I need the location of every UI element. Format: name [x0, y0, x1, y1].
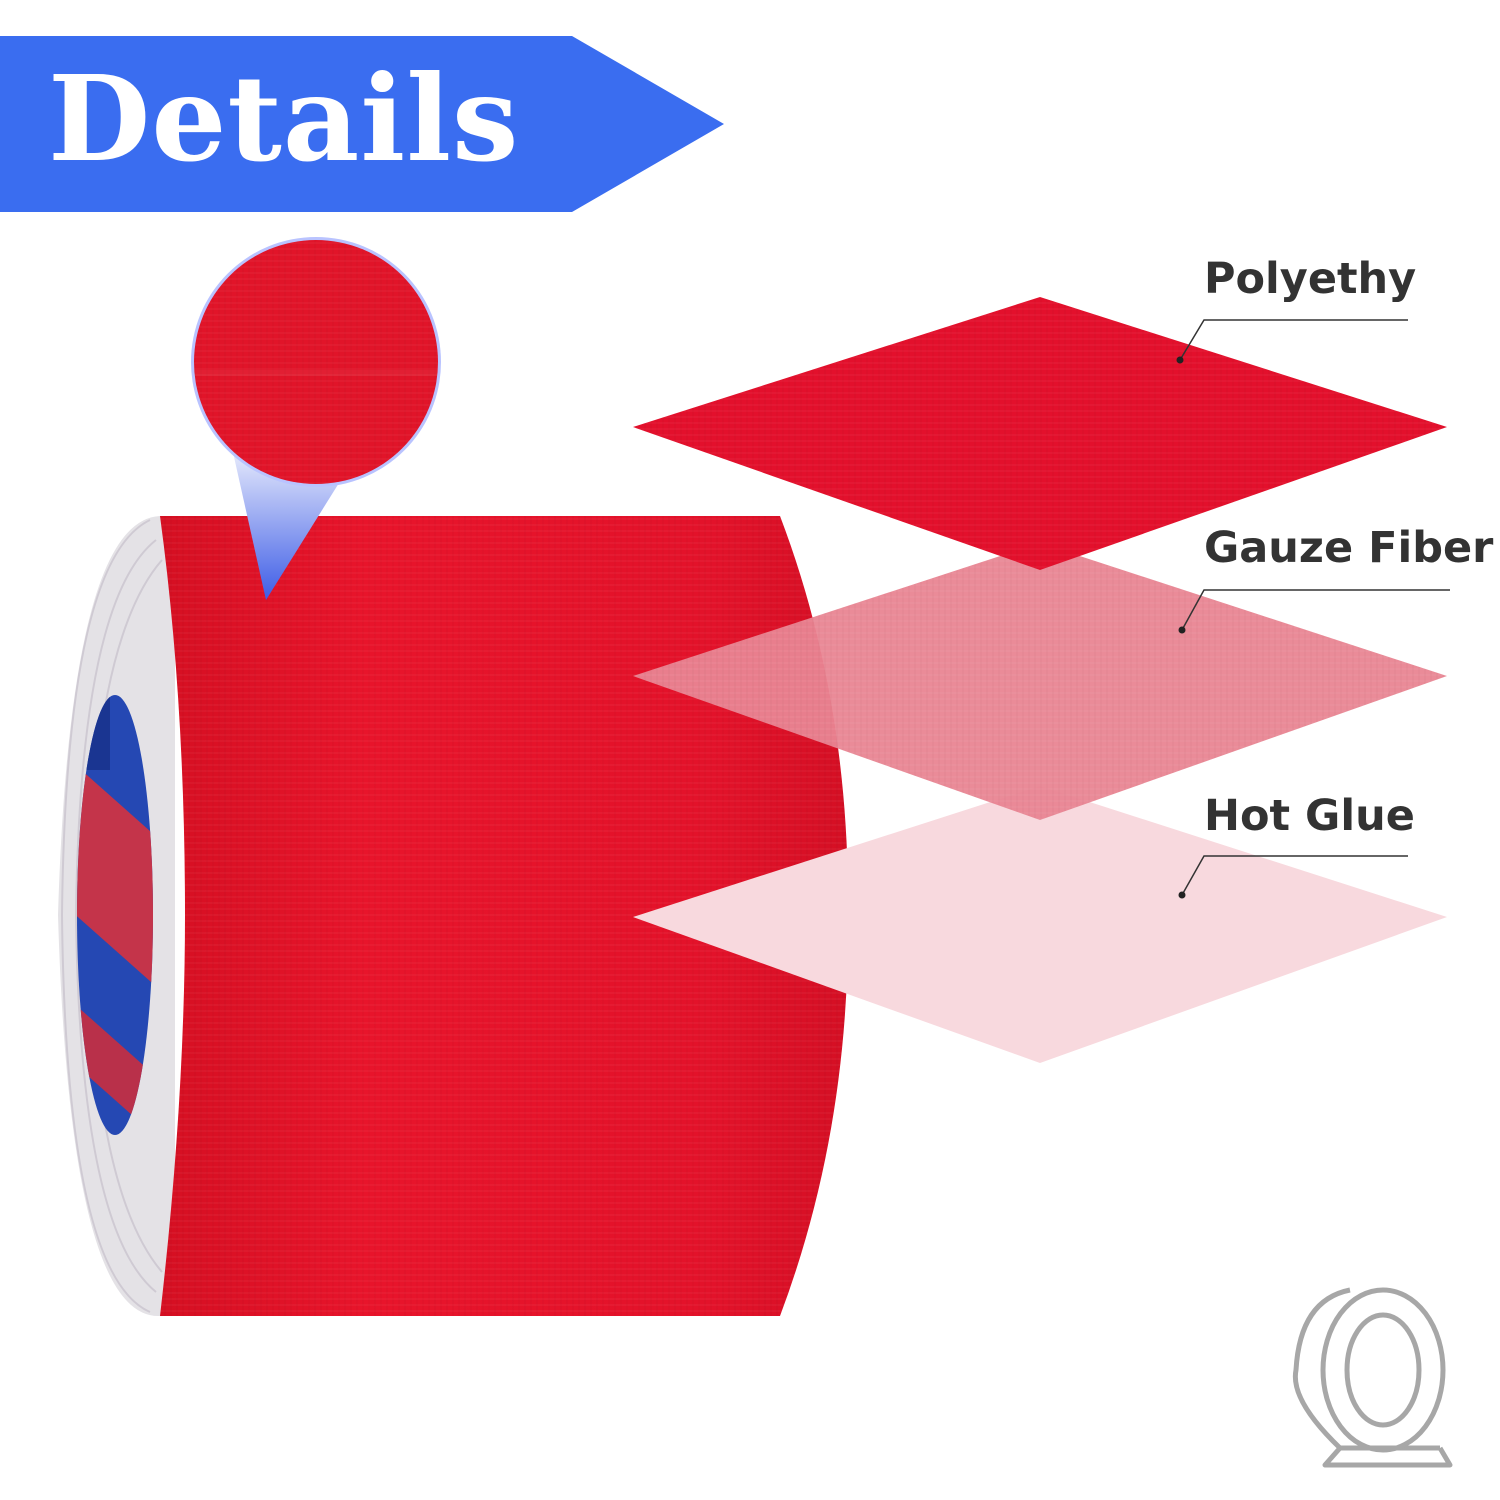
layer-sheet-gauze-fiber: [633, 543, 1447, 820]
magnifier-zoom: [191, 237, 441, 487]
leader-line-polyethy: [1176, 319, 1408, 364]
banner-title: Details: [48, 49, 520, 188]
leader-line-gauze-fiber: [1178, 589, 1450, 634]
layer-label-gauze-fiber: Gauze Fiber: [1204, 523, 1494, 573]
banner-arrow: [0, 36, 724, 212]
leader-line-hot-glue: [1178, 855, 1408, 899]
layer-sheet-polyethy: [633, 297, 1447, 570]
tape-roll-icon: [1292, 1287, 1453, 1468]
layer-label-hot-glue: Hot Glue: [1204, 791, 1415, 841]
layer-label-polyethy: Polyethy: [1204, 254, 1417, 304]
